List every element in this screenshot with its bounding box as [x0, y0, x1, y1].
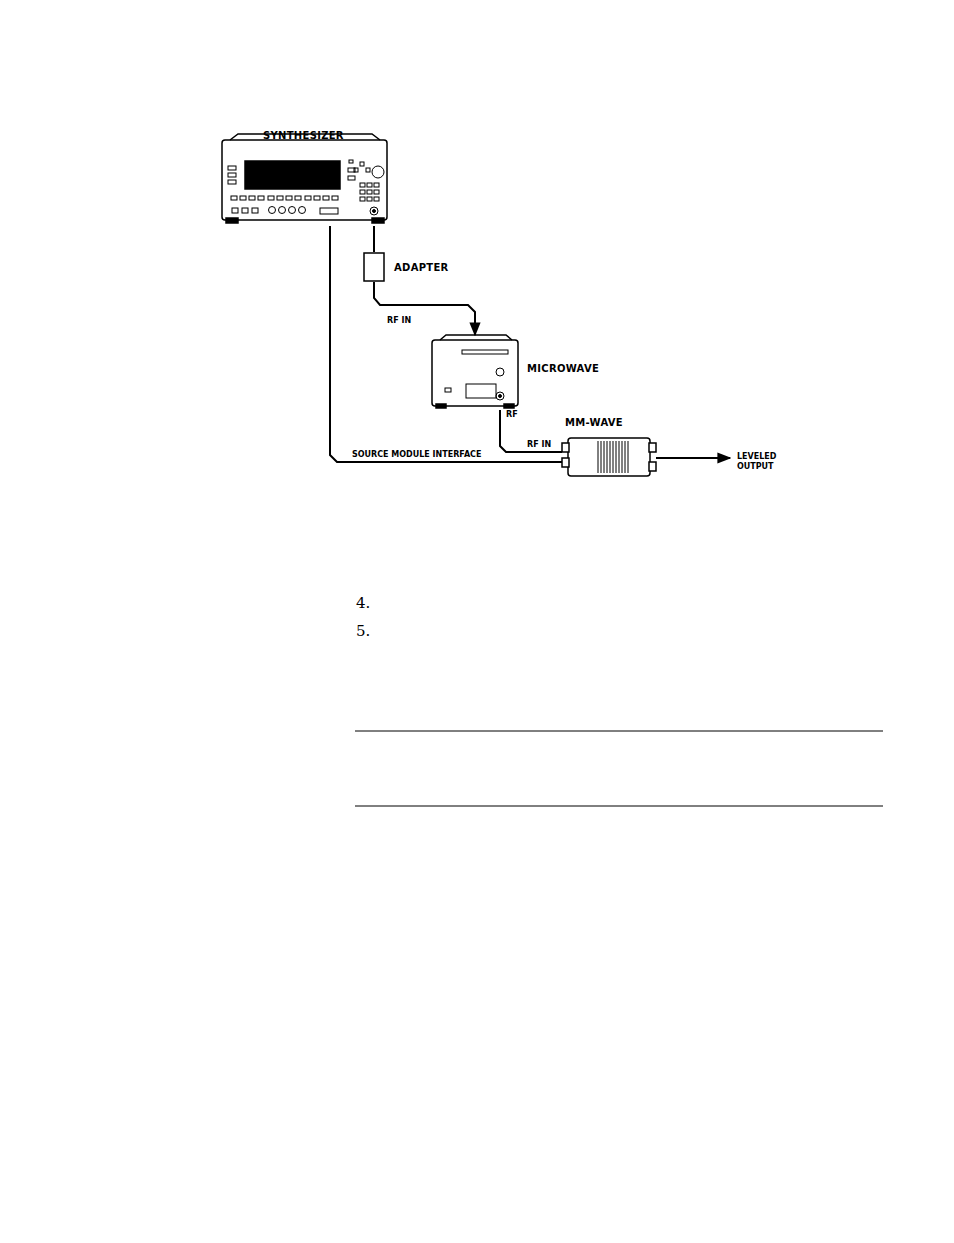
output-label: LEVELED OUTPUT — [736, 452, 776, 472]
rule-line — [355, 731, 883, 732]
cable-label: SOURCE MODULE INTERFACE — [351, 450, 482, 460]
cable-label: RF IN — [386, 316, 412, 326]
adapter-drawing — [364, 253, 384, 281]
cable — [500, 410, 562, 452]
cable — [374, 282, 475, 335]
unit-label: SYNTHESIZER — [263, 130, 344, 142]
microwave-unit: MICROWAVE — [430, 335, 601, 410]
synthesizer-unit: SYNTHESIZER — [220, 124, 390, 226]
cable — [330, 226, 562, 462]
mm-wave-unit: MM-WAVE — [560, 411, 660, 478]
unit-label: MM-WAVE — [565, 417, 623, 429]
rule-line — [355, 806, 883, 807]
step-number: 4. — [355, 594, 371, 612]
microwave-drawing — [432, 335, 518, 408]
unit-label: ADAPTER — [394, 262, 449, 274]
adapter-unit: ADAPTER — [362, 252, 451, 282]
mm-wave-module-drawing — [562, 438, 656, 476]
port-label: RF — [505, 410, 519, 420]
cable — [373, 226, 375, 252]
output-arrow — [656, 457, 730, 459]
unit-label: MICROWAVE — [527, 363, 599, 375]
synthesizer-drawing — [222, 134, 387, 223]
step-number: 5. — [355, 622, 371, 640]
cable-label: RF IN — [526, 440, 552, 450]
